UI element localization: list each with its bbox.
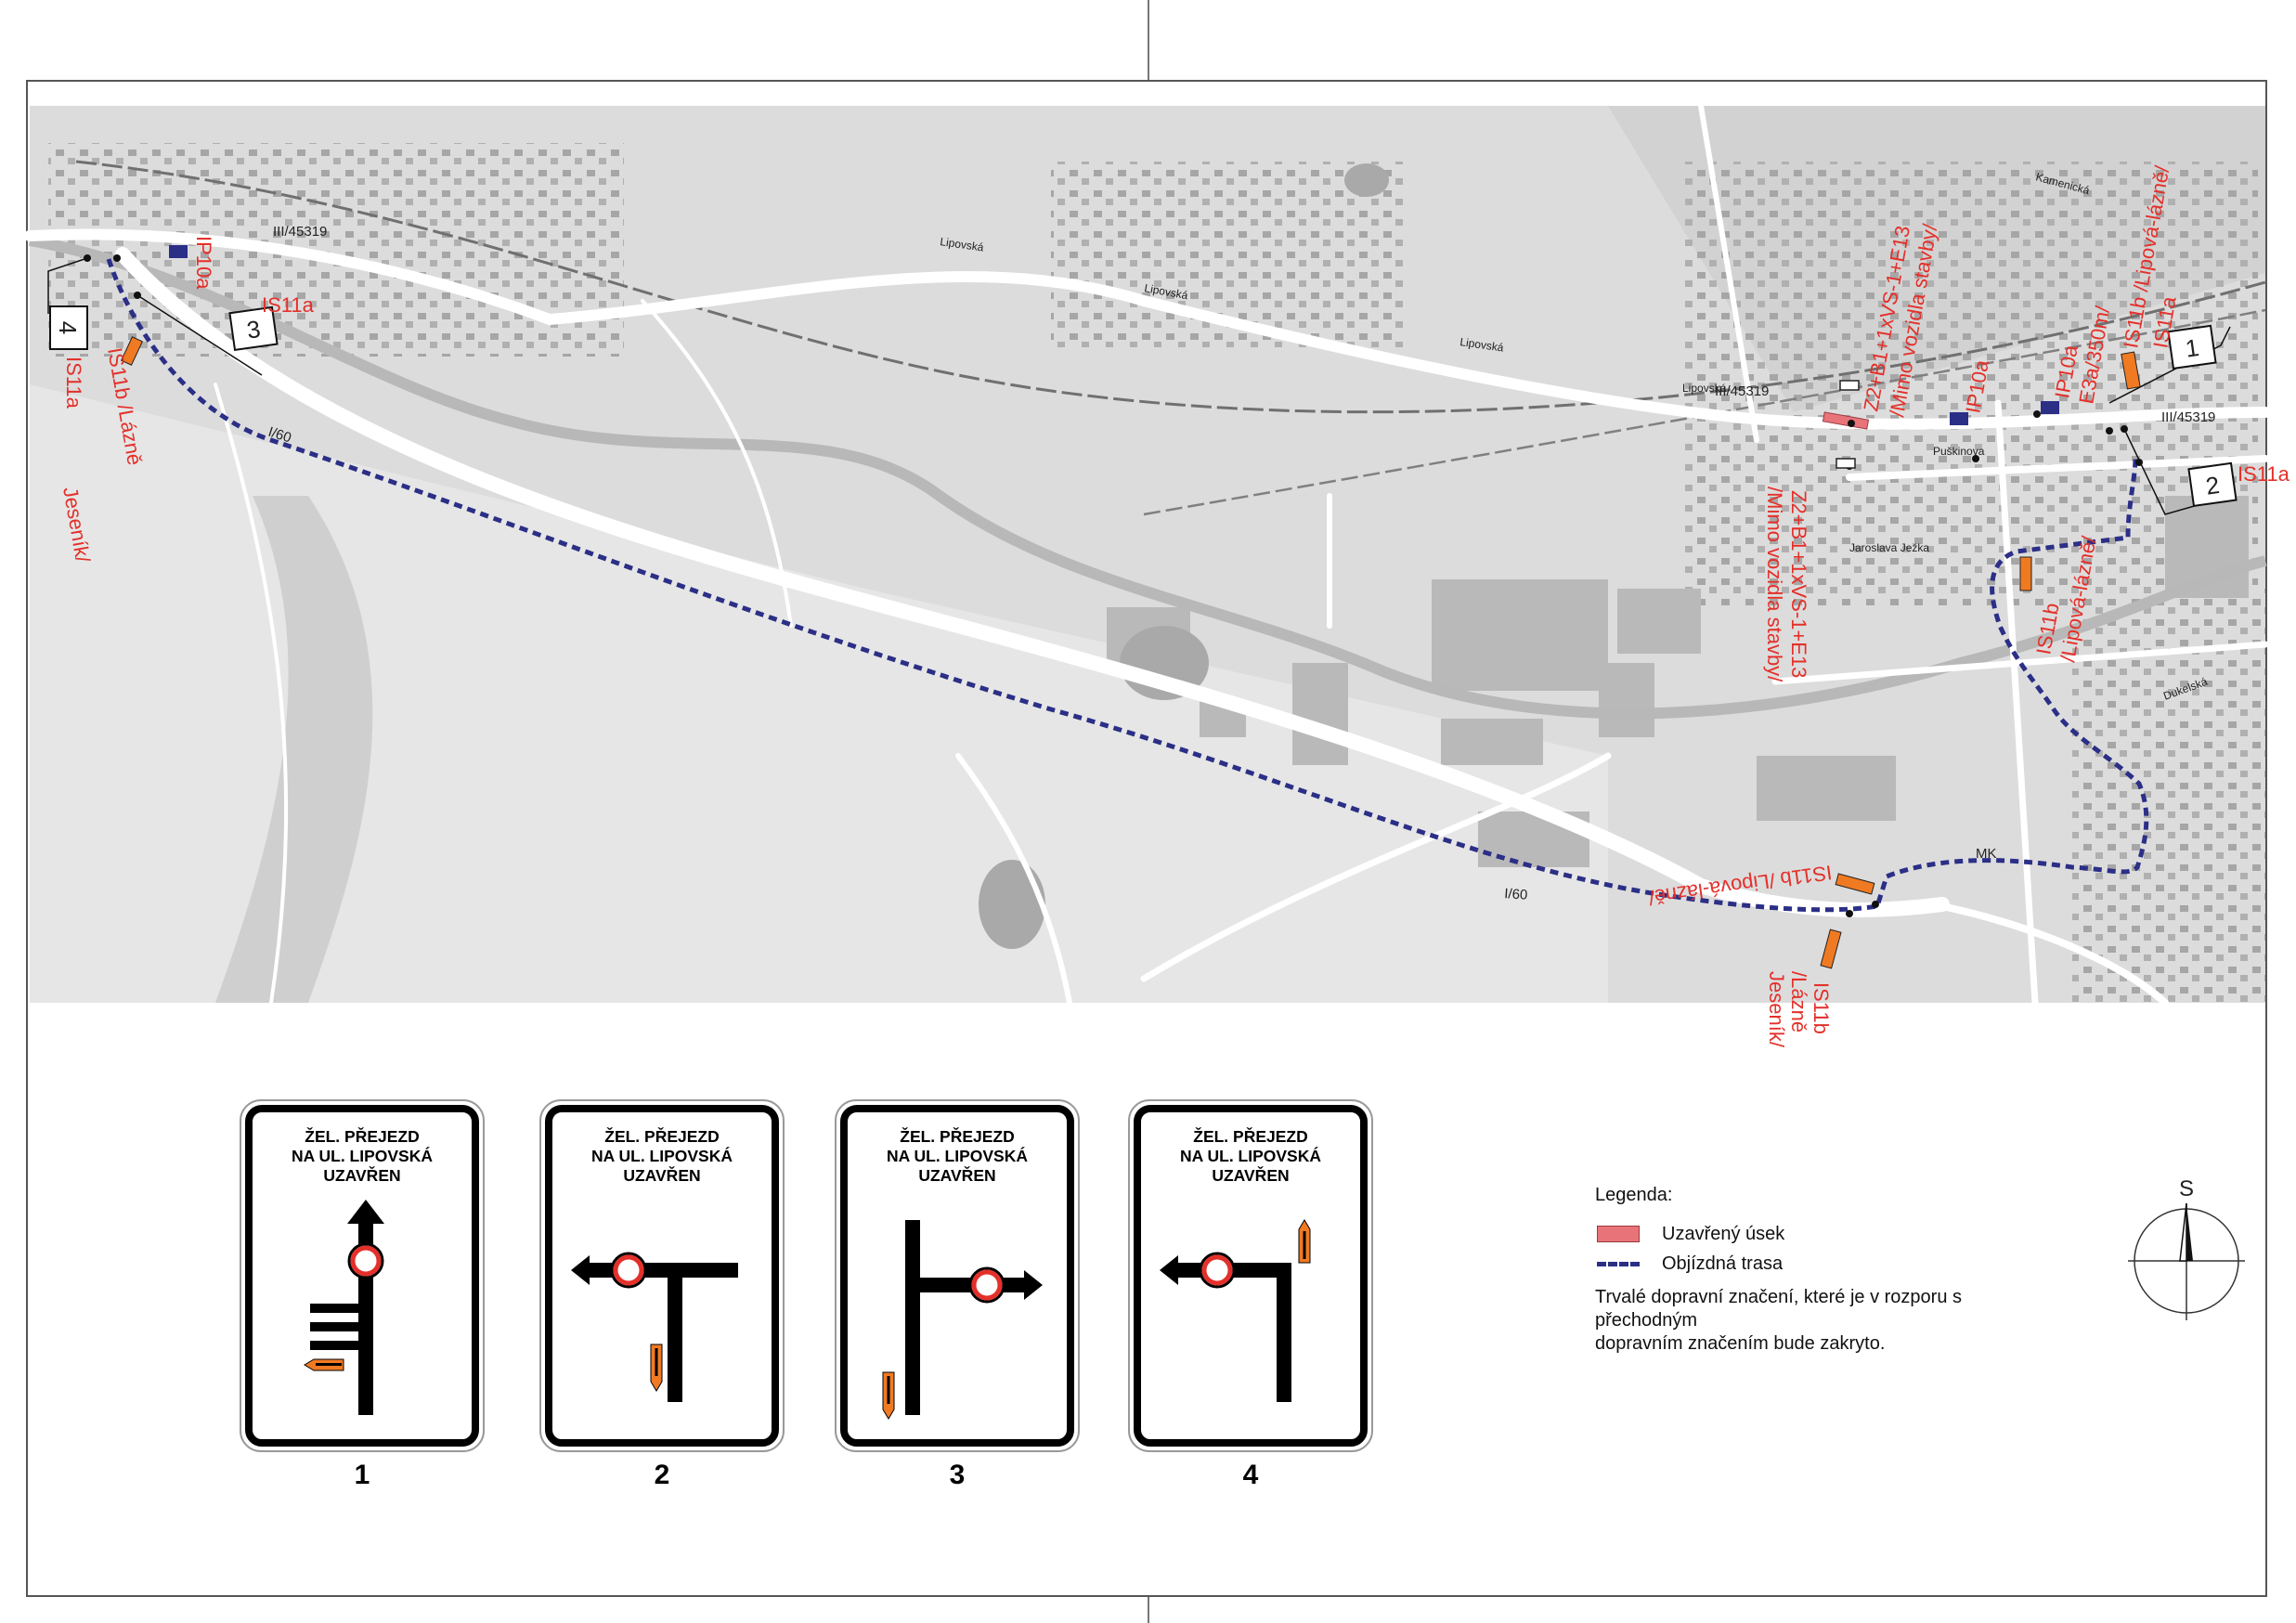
detour-signs [120,336,2141,969]
legend-item-closed: Uzavřený úsek [1595,1219,1985,1249]
label-ip10a: IP10a [192,236,215,290]
river [28,235,2267,720]
label-is11a: IS11a [2238,462,2290,486]
callout-4: 4 [49,305,88,350]
sign-3-number: 3 [949,1460,966,1490]
street-labels: Lipovská Lipovská Lipovská Lipovská Jaro… [940,170,2210,702]
street-label: Jaroslava Ježka [1849,541,1929,554]
pond-2 [979,860,1045,949]
street-label: Lipovská [1682,382,1727,395]
road-labels: III/45319 III/45319 III/45319 I/60 I/60 … [266,224,2216,903]
street-label: Puškinova [1933,445,1985,458]
label-lazne: /Lázně [1787,971,1810,1032]
callouts: 1 2 3 4 [49,305,2238,507]
callout-3: 3 [228,305,279,351]
label-jesenik: Jeseník/ [1765,971,1788,1048]
label-mimo: /Mimo vozidla stavby/ [1763,487,1786,682]
callout-2: 2 [2187,461,2238,507]
detour-swatch [1597,1261,1640,1266]
legend-title: Legenda: [1595,1185,1673,1205]
site-map[interactable]: Lipovská Lipovská Lipovská Lipovská Jaro… [24,103,2290,1048]
callout-1: 1 [2167,324,2217,370]
label-is11a: IS11a [62,357,85,409]
sign-2-number: 2 [654,1460,670,1490]
barrier-markers [1836,380,1860,469]
buildings-west [48,143,624,357]
road-network [24,103,2271,1006]
callout-label: 4 [54,321,82,334]
legend: Legenda: Uzavřený úsek Objízdná trasa Tr… [1595,1185,1985,1356]
callout-label: 1 [2184,333,2201,363]
legend-item-detour: Objízdná trasa [1595,1249,1985,1279]
label-is11b: IS11b [1810,982,1833,1034]
label-z2: Z2+B1+1xVS-1+E13 [1787,490,1810,678]
north-arrow: S [2126,1172,2247,1320]
road-label-iii-45319: III/45319 [273,224,327,240]
sheet-frame [26,80,2267,1597]
ip10a-signs [169,245,2059,425]
detour-route [106,258,2149,913]
terrain-valley [215,496,373,1003]
street-label: Lipovská [1459,335,1505,355]
fold-mark-top [1148,0,1149,80]
closed-section-swatch [1597,1226,1640,1242]
compass-label: S [2179,1176,2194,1201]
closed-section [1822,411,1870,430]
label-is11a: IS11a [262,293,315,317]
legend-note: Trvalé dopravní značení, které je v rozp… [1595,1287,1962,1354]
road-label-iii-45319: III/45319 [1715,383,1769,399]
road-label-iii-45319: III/45319 [2161,409,2215,425]
legend-label: Uzavřený úsek [1662,1223,1785,1244]
callout-label: 2 [2204,471,2222,500]
street-label: Lipovská [940,235,985,254]
sign-4-number: 4 [1242,1460,1259,1490]
callout-label: 3 [245,315,263,344]
road-label-i-60: I/60 [1504,886,1528,903]
sign-1-number: 1 [354,1460,370,1490]
road-label-mk: MK [1976,846,1997,862]
legend-label: Objízdná trasa [1662,1253,1784,1274]
terrain-field [30,384,1608,1003]
pond-3 [1344,163,1389,197]
fold-mark-bottom [1148,1597,1149,1623]
